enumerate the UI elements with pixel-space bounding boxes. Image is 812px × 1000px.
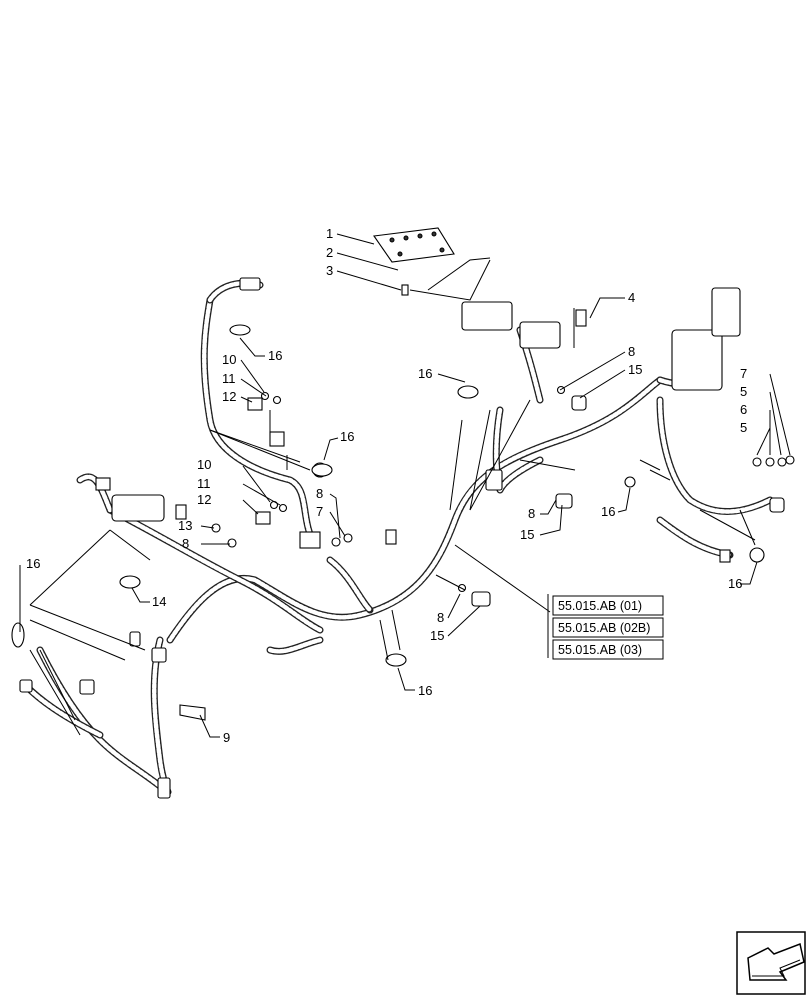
callout-16: 16 — [26, 556, 40, 571]
callout-5: 5 — [740, 420, 747, 435]
callout-11: 11 — [222, 371, 236, 386]
callout-12: 12 — [197, 492, 211, 507]
callout-3: 3 — [326, 263, 333, 278]
callout-15: 15 — [430, 628, 444, 643]
callout-8: 8 — [628, 344, 635, 359]
callout-8: 8 — [437, 610, 444, 625]
large-connector — [111, 494, 165, 522]
callout-8: 8 — [316, 486, 323, 501]
reference-link-01[interactable]: 55.015.AB (01) — [558, 599, 642, 613]
page-navigation-arrow-icon[interactable] — [736, 931, 806, 995]
callout-16: 16 — [340, 429, 354, 444]
components — [11, 227, 795, 799]
callout-16: 16 — [601, 504, 615, 519]
callout-6: 6 — [740, 402, 747, 417]
callout-16: 16 — [418, 683, 432, 698]
callout-8: 8 — [182, 536, 189, 551]
wiring-harness — [21, 279, 774, 796]
mounting-plate — [373, 227, 455, 263]
callout-14: 14 — [152, 594, 166, 609]
reference-link-02b[interactable]: 55.015.AB (02B) — [558, 621, 650, 635]
callout-7: 7 — [740, 366, 747, 381]
callout-9: 9 — [223, 730, 230, 745]
callout-8: 8 — [528, 506, 535, 521]
callout-16: 16 — [418, 366, 432, 381]
callout-labels: 1 2 3 4 16 10 11 12 16 8 15 16 7 5 6 5 1… — [26, 226, 747, 745]
connector-cluster — [671, 329, 723, 391]
callout-10: 10 — [197, 457, 211, 472]
callout-15: 15 — [628, 362, 642, 377]
callout-13: 13 — [178, 518, 192, 533]
reference-link-03[interactable]: 55.015.AB (03) — [558, 643, 642, 657]
connector-block — [461, 301, 513, 331]
callout-12: 12 — [222, 389, 236, 404]
reference-group: 55.015.AB (01) 55.015.AB (02B) 55.015.AB… — [547, 594, 664, 660]
callout-10: 10 — [222, 352, 236, 367]
leader-lines — [19, 233, 791, 738]
callout-7: 7 — [316, 504, 323, 519]
callout-16: 16 — [268, 348, 282, 363]
callout-5: 5 — [740, 384, 747, 399]
callout-1: 1 — [326, 226, 333, 241]
callout-11: 11 — [197, 476, 211, 491]
callout-2: 2 — [326, 245, 333, 260]
callout-4: 4 — [628, 290, 635, 305]
callout-16: 16 — [728, 576, 742, 591]
callout-15: 15 — [520, 527, 534, 542]
